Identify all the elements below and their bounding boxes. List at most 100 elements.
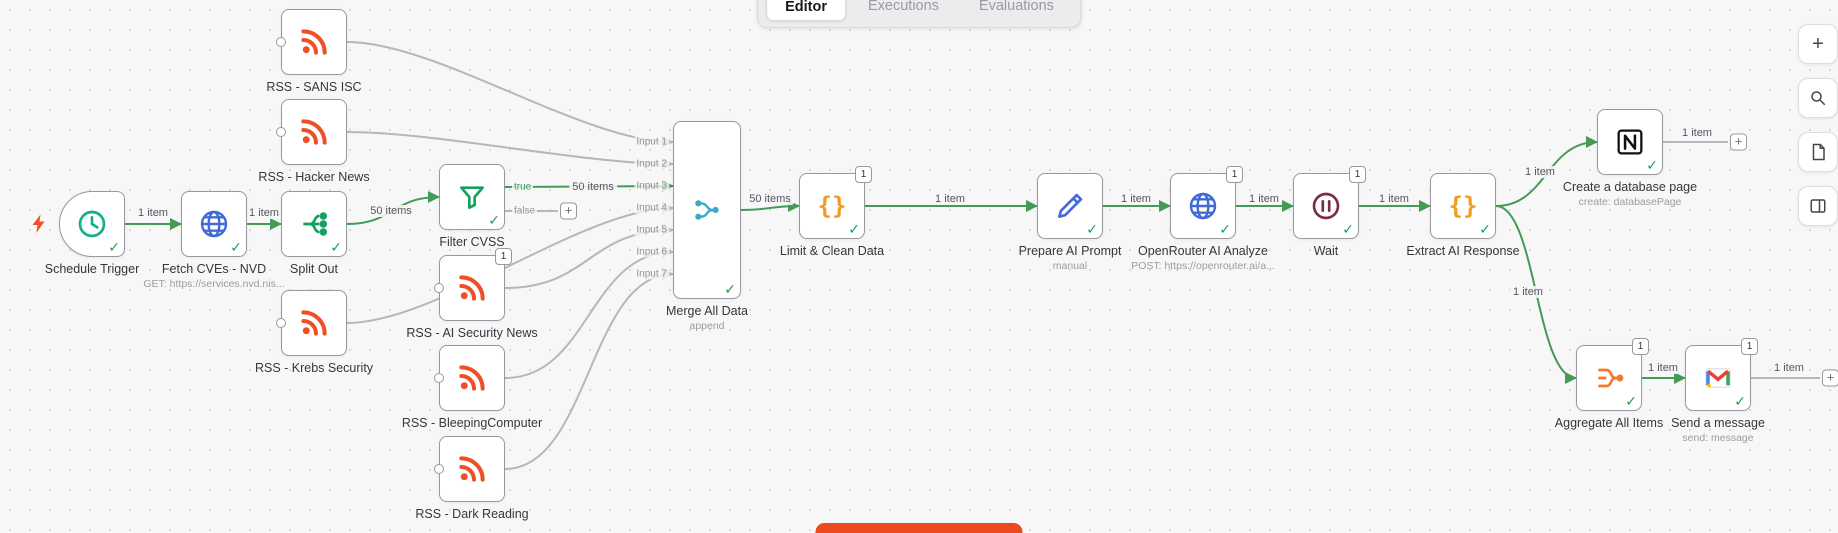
- panel-icon: [1810, 199, 1826, 213]
- node-name: Limit & Clean Data: [779, 244, 885, 258]
- node-name: Split Out: [290, 262, 338, 276]
- add-connected-node-button[interactable]: +: [560, 202, 577, 220]
- input-port[interactable]: [434, 373, 444, 383]
- node-name: Wait: [1313, 244, 1339, 258]
- node-limit-clean-data[interactable]: {}1✓: [799, 166, 872, 239]
- node-name: Merge All Data: [666, 304, 748, 318]
- node-name: Extract AI Response: [1406, 244, 1520, 258]
- items-count-badge: 1: [1226, 166, 1243, 183]
- connection[interactable]: [740, 200, 800, 213]
- filter-icon: [456, 181, 488, 213]
- node-name: RSS - Krebs Security: [254, 361, 374, 375]
- input-port[interactable]: [276, 318, 286, 328]
- connection[interactable]: [346, 202, 674, 324]
- rss-icon: [298, 26, 330, 58]
- input-port[interactable]: [276, 127, 286, 137]
- node-name: Aggregate All Items: [1554, 416, 1664, 430]
- connection[interactable]: [346, 131, 674, 170]
- node-subtitle: append: [689, 320, 725, 332]
- node-subtitle: POST: https://openrouter.ai/a...: [1131, 260, 1275, 272]
- input-port[interactable]: [276, 37, 286, 47]
- aggregate-icon: [1593, 362, 1625, 394]
- add-connected-node-button[interactable]: +: [1730, 133, 1747, 151]
- pencil-icon: [1054, 190, 1086, 222]
- execute-workflow-button[interactable]: [815, 523, 1023, 533]
- globe-icon: [198, 208, 230, 240]
- node-rss-dark-reading[interactable]: [434, 436, 505, 502]
- node-extract-ai-response[interactable]: {}✓: [1430, 173, 1496, 239]
- success-check-icon: ✓: [848, 221, 860, 237]
- node-aggregate-all-items[interactable]: 1✓: [1576, 338, 1649, 411]
- connection-items-label: 1 item: [1118, 193, 1154, 205]
- node-subtitle: manual: [1052, 260, 1088, 272]
- success-check-icon: ✓: [1625, 393, 1637, 409]
- toggle-panel-button[interactable]: [1798, 186, 1838, 226]
- items-count-badge: 1: [495, 248, 512, 265]
- add-connected-node-button[interactable]: +: [1822, 369, 1838, 387]
- success-check-icon: ✓: [1219, 221, 1231, 237]
- node-schedule-trigger[interactable]: ✓: [59, 191, 125, 257]
- search-button[interactable]: [1798, 78, 1838, 118]
- node-name: RSS - Hacker News: [258, 170, 370, 184]
- connection[interactable]: [346, 41, 674, 148]
- view-tabs: Editor Executions Evaluations: [757, 0, 1081, 28]
- success-check-icon: ✓: [1342, 221, 1354, 237]
- success-check-icon: ✓: [230, 239, 242, 255]
- input-port[interactable]: [434, 283, 444, 293]
- node-name: Schedule Trigger: [44, 262, 140, 276]
- node-name: Fetch CVEs - NVD: [161, 262, 267, 276]
- connection-items-label: 50 items: [746, 193, 794, 205]
- rss-icon: [456, 272, 488, 304]
- node-create-database-page[interactable]: ✓: [1597, 109, 1663, 175]
- connection-items-label: 1 item: [1510, 286, 1546, 298]
- braces-icon: {}: [817, 192, 847, 220]
- connection-items-label: 1 item: [1679, 127, 1715, 139]
- node-rss-sans-isc[interactable]: [276, 9, 347, 75]
- tab-editor[interactable]: Editor: [766, 0, 846, 21]
- success-check-icon: ✓: [1086, 221, 1098, 237]
- output-false-label: false: [512, 205, 538, 217]
- tab-evaluations[interactable]: Evaluations: [978, 0, 1054, 14]
- node-merge-all-data[interactable]: ✓: [673, 121, 741, 299]
- tab-executions[interactable]: Executions: [867, 0, 939, 14]
- success-check-icon: ✓: [724, 281, 736, 297]
- split-icon: [298, 208, 330, 240]
- success-check-icon: ✓: [1646, 157, 1658, 173]
- node-send-a-message[interactable]: 1✓: [1685, 338, 1758, 411]
- connection-items-label: 1 item: [1376, 193, 1412, 205]
- merge-input-label: Input 5: [634, 224, 669, 236]
- node-rss-ai-security-news[interactable]: 1: [434, 248, 512, 321]
- node-fetch-cves-nvd[interactable]: ✓: [181, 191, 247, 257]
- file-icon: [1812, 143, 1825, 161]
- merge-input-label: Input 2: [634, 158, 669, 170]
- connection-items-label: 1 item: [1246, 193, 1282, 205]
- rss-icon: [298, 307, 330, 339]
- lightning-bolt-icon: [31, 214, 47, 234]
- node-filter-cvss[interactable]: ✓: [439, 164, 505, 230]
- node-wait[interactable]: 1✓: [1293, 166, 1366, 239]
- node-name: RSS - SANS ISC: [266, 80, 362, 94]
- node-prepare-ai-prompt[interactable]: ✓: [1037, 173, 1103, 239]
- sticky-note-button[interactable]: [1798, 132, 1838, 172]
- items-count-badge: 1: [1632, 338, 1649, 355]
- connection-items-label: 1 item: [246, 207, 282, 219]
- connection-items-label: 1 item: [135, 207, 171, 219]
- success-check-icon: ✓: [108, 239, 120, 255]
- success-check-icon: ✓: [488, 212, 500, 228]
- node-subtitle: create: databasePage: [1578, 196, 1682, 208]
- node-openrouter-ai-analyze[interactable]: 1✓: [1170, 166, 1243, 239]
- add-node-button[interactable]: +: [1798, 24, 1838, 64]
- node-rss-bleepingcomputer[interactable]: [434, 345, 505, 411]
- connection-items-label: 50 items: [367, 205, 415, 217]
- input-port[interactable]: [434, 464, 444, 474]
- pause-circle-icon: [1310, 190, 1342, 222]
- braces-icon: {}: [1448, 192, 1478, 220]
- node-name: RSS - BleepingComputer: [401, 416, 543, 430]
- node-rss-krebs-security[interactable]: [276, 290, 347, 356]
- success-check-icon: ✓: [1479, 221, 1491, 237]
- items-count-badge: 1: [1349, 166, 1366, 183]
- node-split-out[interactable]: ✓: [281, 191, 347, 257]
- connection[interactable]: [504, 268, 674, 470]
- node-rss-hacker-news[interactable]: [276, 99, 347, 165]
